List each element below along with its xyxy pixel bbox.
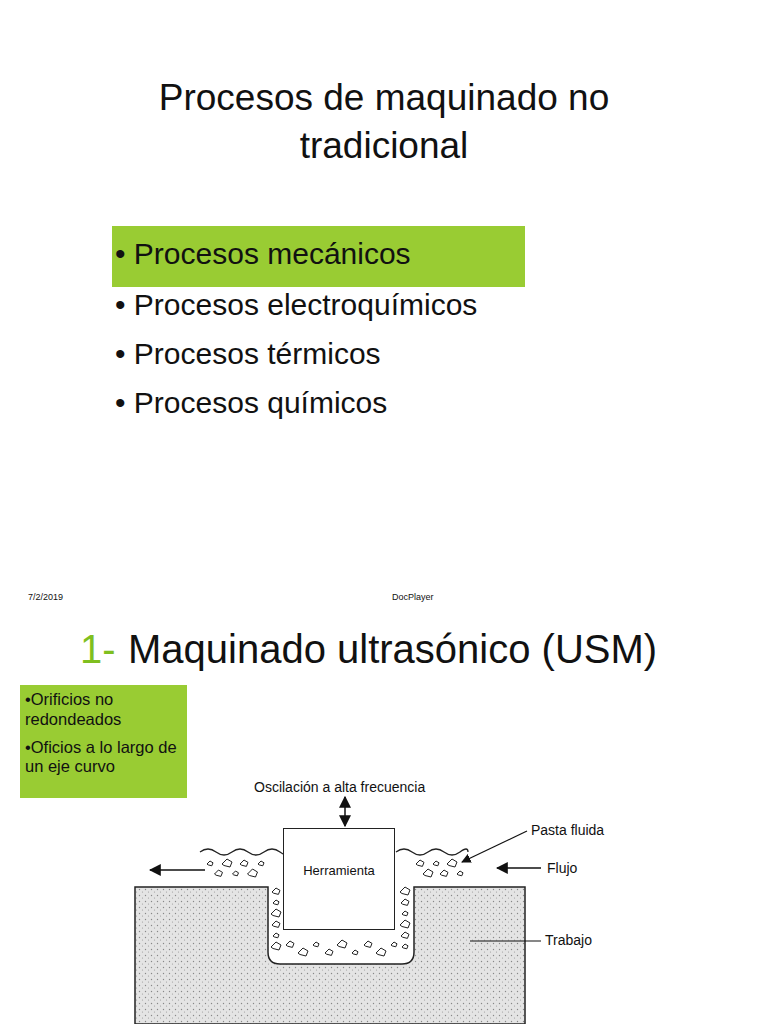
node-text: Herramienta: [286, 863, 392, 879]
abrasive-grain: [313, 942, 319, 947]
abrasive-grain: [423, 869, 433, 877]
abrasive-grain: [240, 860, 248, 866]
bullet-item: • Procesos electroquímicos: [115, 288, 477, 323]
callout-label: Trabajo: [545, 932, 592, 948]
abrasive-grain: [416, 860, 424, 866]
node-text: • Procesos mecánicos: [115, 236, 525, 272]
abrasive-grain: [272, 921, 280, 927]
abrasive-grain: [376, 948, 386, 956]
node-text: •Oficios a lo largo de un eje curvo: [25, 738, 182, 778]
abrasive-grain: [271, 942, 281, 950]
flow-in-arrow: [497, 867, 541, 869]
slide-title: Procesos de maquinado no tradicional: [104, 74, 664, 170]
node-text: •Orificios no redondeados: [25, 690, 182, 730]
abrasive-grain: [222, 859, 232, 867]
callout-label: Oscilación a alta frecuencia: [254, 779, 425, 795]
abrasive-grain: [401, 932, 409, 938]
abrasive-grain: [352, 950, 358, 955]
abrasive-grain: [364, 941, 372, 947]
abrasive-grain: [400, 887, 410, 895]
source-footer: DocPlayer: [392, 592, 434, 602]
abrasive-grain: [325, 949, 333, 955]
abrasive-grain: [273, 933, 279, 938]
abrasive-grain: [248, 869, 258, 877]
abrasive-grain: [273, 900, 279, 905]
abrasive-grain: [298, 948, 308, 956]
abrasive-grain: [286, 941, 294, 947]
abrasive-grain: [258, 861, 264, 866]
abrasive-grain: [440, 870, 448, 876]
abrasive-grain: [215, 870, 223, 876]
note-box: •Orificios no redondeados •Oficios a lo l…: [20, 685, 187, 798]
callout-label: Pasta fluida: [531, 822, 604, 838]
work-leader: [470, 940, 541, 941]
abrasive-grain: [337, 940, 347, 948]
section-number: 1-: [80, 626, 116, 672]
tool-box: Herramienta: [283, 828, 395, 930]
highlight-box: • Procesos mecánicos: [112, 226, 525, 287]
abrasive-grain: [402, 944, 408, 949]
abrasive-grain: [233, 871, 239, 876]
abrasive-grain: [402, 911, 408, 916]
oscillation-arrow: [344, 797, 346, 826]
flow-out-arrow: [150, 869, 205, 871]
abrasive-grain: [401, 899, 409, 905]
abrasive-grain: [271, 909, 281, 917]
abrasive-grain: [433, 861, 439, 866]
abrasive-grain: [272, 888, 280, 894]
bullet-item: • Procesos químicos: [115, 386, 387, 421]
callout-label: Flujo: [547, 860, 577, 876]
bullet-item: • Procesos térmicos: [115, 337, 381, 372]
abrasive-grain: [457, 871, 463, 876]
abrasive-grain: [400, 920, 410, 928]
abrasive-grain: [207, 861, 213, 866]
slide-title: Maquinado ultrasónico (USM): [128, 626, 657, 672]
abrasive-grain: [391, 942, 397, 947]
slurry-leader: [462, 831, 527, 862]
date-footer: 7/2/2019: [28, 592, 63, 602]
abrasive-grain: [447, 859, 457, 867]
